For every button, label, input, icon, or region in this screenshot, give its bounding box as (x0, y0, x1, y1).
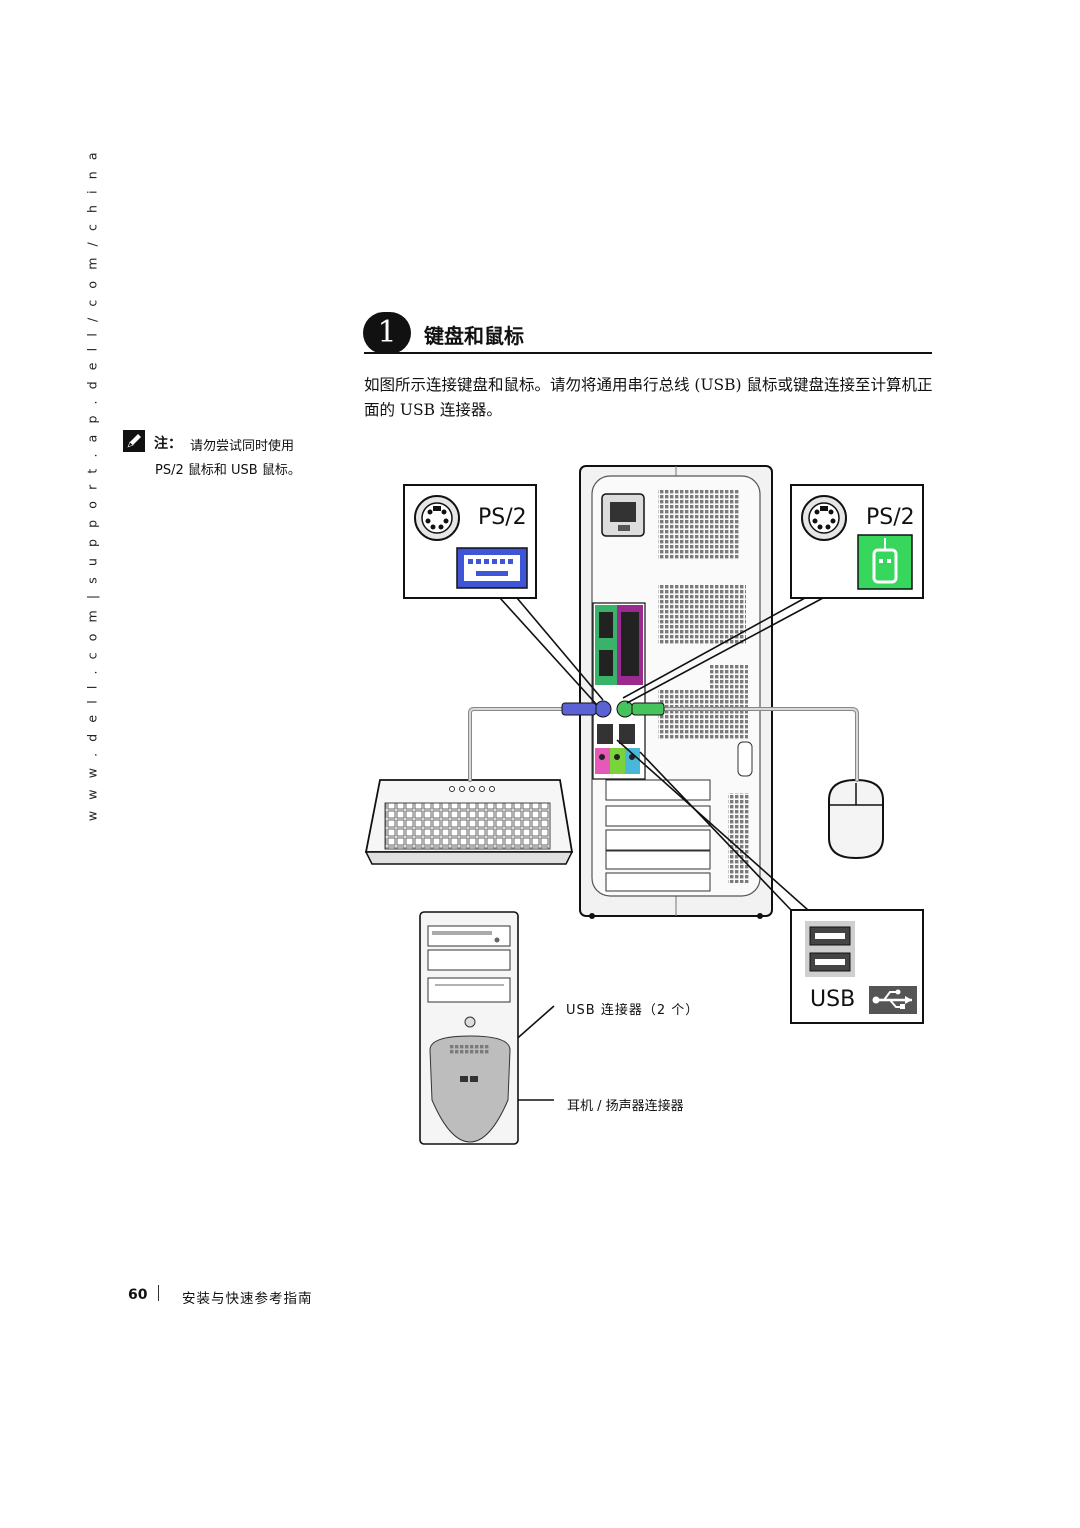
headphone-speaker-callout: 耳机 / 扬声器连接器 (567, 1099, 684, 1114)
ps2-mouse-callout: PS/2 (790, 484, 924, 599)
usb-callout: USB (790, 909, 924, 1024)
footer-separator (158, 1285, 159, 1301)
step-title: 键盘和鼠标 (424, 324, 524, 348)
mouse-plug (631, 702, 665, 716)
mouse-illustration (828, 778, 884, 860)
keyboard-icon (456, 547, 528, 589)
heading-rule (364, 352, 932, 354)
usb-connectors-callout: USB 连接器（2 个） (566, 1003, 700, 1018)
usb-symbol-icon (869, 986, 917, 1014)
ps2-mouse-label: PS/2 (866, 505, 915, 530)
keyboard-plug (561, 702, 597, 716)
note-text-line1: 请勿尝试同时使用 (190, 439, 295, 454)
step-number-badge: 1 (363, 312, 411, 354)
note-pencil-icon (123, 430, 145, 452)
keyboard-illustration (364, 779, 574, 865)
computer-rear-view (579, 465, 773, 919)
intro-paragraph: 如图所示连接键盘和鼠标。请勿将通用串行总线 (USB) 鼠标或键盘连接至计算机正… (364, 376, 933, 419)
ps2-keyboard-callout: PS/2 (403, 484, 537, 599)
computer-front-view (419, 911, 519, 1145)
page-number: 60 (128, 1287, 148, 1303)
cables (468, 707, 859, 782)
note-label: 注： (154, 436, 182, 452)
note-text-line2: PS/2 鼠标和 USB 鼠标。 (155, 463, 301, 478)
footer-title: 安装与快速参考指南 (182, 1291, 313, 1307)
mouse-icon (857, 534, 913, 590)
usb-box-label: USB (810, 987, 855, 1012)
ps2-keyboard-label: PS/2 (478, 505, 527, 530)
